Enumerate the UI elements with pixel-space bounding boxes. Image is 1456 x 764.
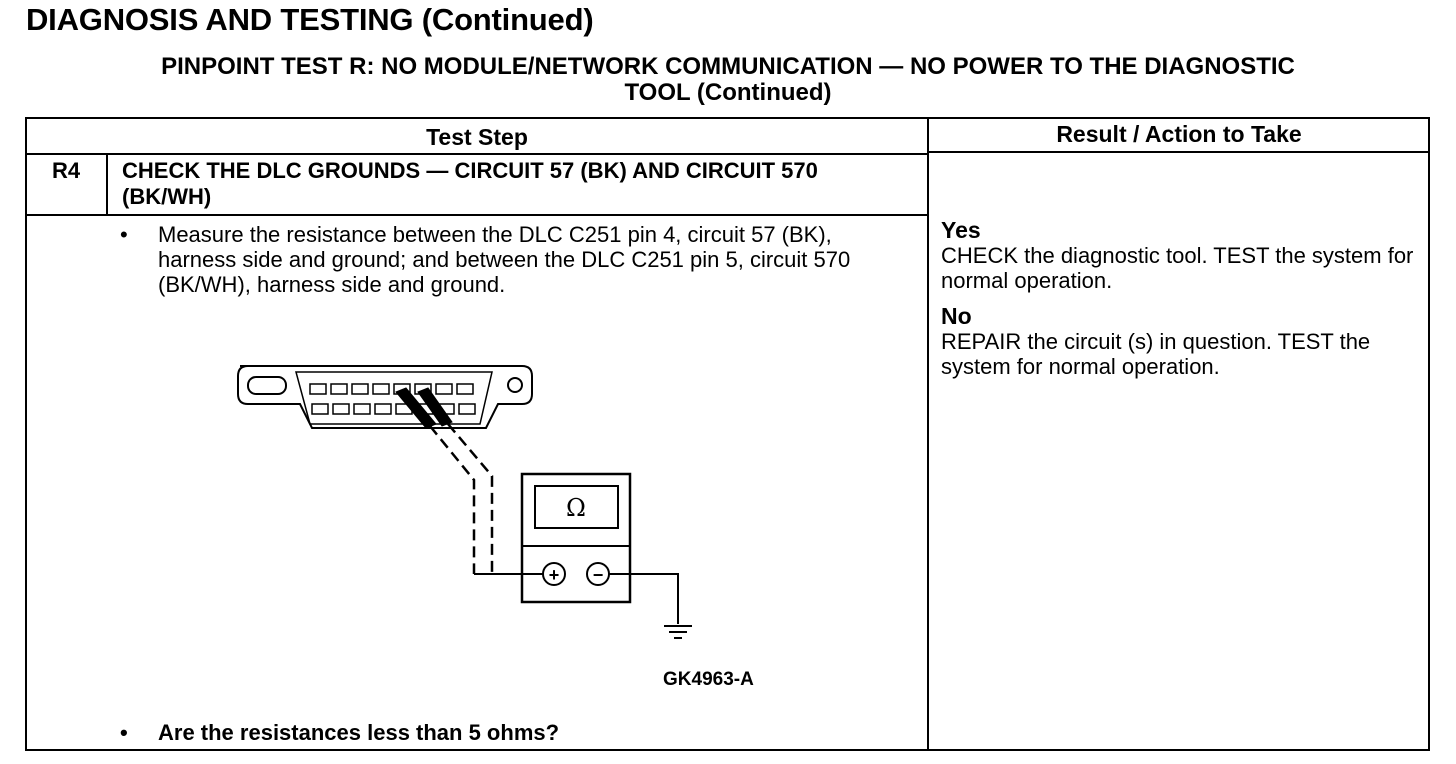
pin-row-bottom [311,403,476,415]
test-title-line-2: TOOL (Continued) [624,79,832,106]
ohmmeter-body [520,472,632,604]
plus-icon: + [549,565,560,585]
figure-code: GK4963-A [663,669,754,690]
result-no-text: REPAIR the circuit (s) in question. TEST… [941,329,1371,379]
ohmmeter-display [534,485,619,529]
ground-icon [664,625,692,639]
dlc-connector-housing [237,365,533,429]
result-no-label: No [941,303,972,329]
plus-terminal [542,562,566,586]
dlc-connector-rim [295,371,493,425]
header-divider-right [928,151,1429,153]
instruction-text: Measure the resistance between the DLC C… [158,222,851,297]
column-header-result: Result / Action to Take [1056,121,1302,147]
ohm-icon: Ω [566,494,586,522]
column-divider [927,117,929,751]
dlc-resistance-diagram: Ω + − [230,354,700,654]
table-border-left [25,117,27,751]
result-yes-text: CHECK the diagnostic tool. TEST the syst… [941,243,1414,293]
table-border-right [1428,117,1430,751]
dlc-ohmmeter-illustration: Ω + − [237,365,692,639]
ground-lead [609,573,679,624]
pin-row-top [309,383,474,395]
result-yes: Yes CHECK the diagnostic tool. TEST the … [941,217,1421,294]
test-probes [395,387,453,429]
table-border-top [25,117,1430,119]
question-text: Are the resistances less than 5 ohms? [158,720,560,745]
header-divider-left [25,153,928,155]
bullet-icon: • [120,222,128,247]
mounting-hole [507,377,523,393]
test-leads [429,423,494,574]
test-title-line-1: PINPOINT TEST R: NO MODULE/NETWORK COMMU… [161,53,1295,80]
mounting-slot [247,376,287,395]
column-header-test-step: Test Step [426,124,528,150]
step-title-divider [25,214,928,216]
page-heading: DIAGNOSIS AND TESTING (Continued) [26,2,594,37]
step-id: R4 [51,158,81,183]
result-no: No REPAIR the circuit (s) in question. T… [941,303,1421,380]
step-title: CHECK THE DLC GROUNDS — CIRCUIT 57 (BK) … [122,158,818,209]
instruction-item: • Measure the resistance between the DLC… [120,222,920,302]
step-id-divider [106,153,108,215]
result-yes-label: Yes [941,217,981,243]
minus-icon: − [593,565,604,585]
question-item: • Are the resistances less than 5 ohms? [120,720,920,750]
pinpoint-test-title: PINPOINT TEST R: NO MODULE/NETWORK COMMU… [26,54,1430,106]
bullet-icon: • [120,720,128,745]
